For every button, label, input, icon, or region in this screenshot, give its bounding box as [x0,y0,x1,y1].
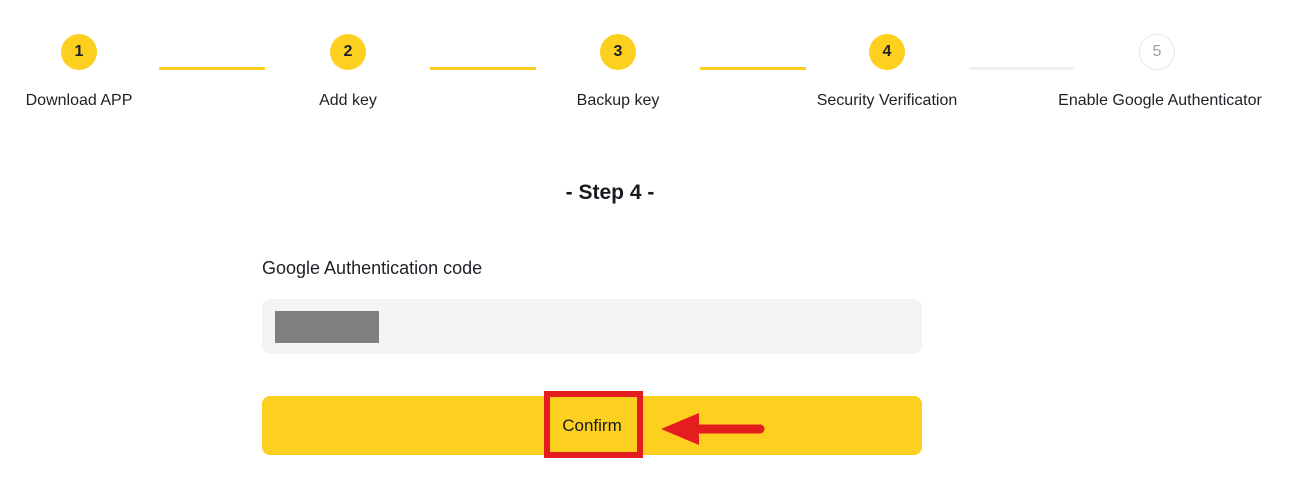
step-1-label: Download APP [25,92,133,109]
step-connector-2-3 [430,67,536,70]
auth-code-input[interactable] [262,299,922,354]
step-heading: - Step 4 - [565,181,655,204]
step-connector-3-4 [700,67,806,70]
step-2-number-badge: 2 [330,34,366,70]
step-3-label: Backup key [576,92,660,109]
step-5-number-badge: 5 [1139,34,1175,70]
step-connector-4-5 [969,67,1075,70]
step-2-label: Add key [319,92,377,109]
step-connector-1-2 [159,67,265,70]
step-3-number-badge: 3 [600,34,636,70]
step-4-label: Security Verification [816,92,958,109]
step-4-number-badge: 4 [869,34,905,70]
step-1-number-badge: 1 [61,34,97,70]
step-5-label: Enable Google Authenticator [1058,92,1262,109]
confirm-button[interactable]: Confirm [262,396,922,455]
redacted-code-value [275,311,379,343]
auth-code-label: Google Authentication code [262,258,483,278]
